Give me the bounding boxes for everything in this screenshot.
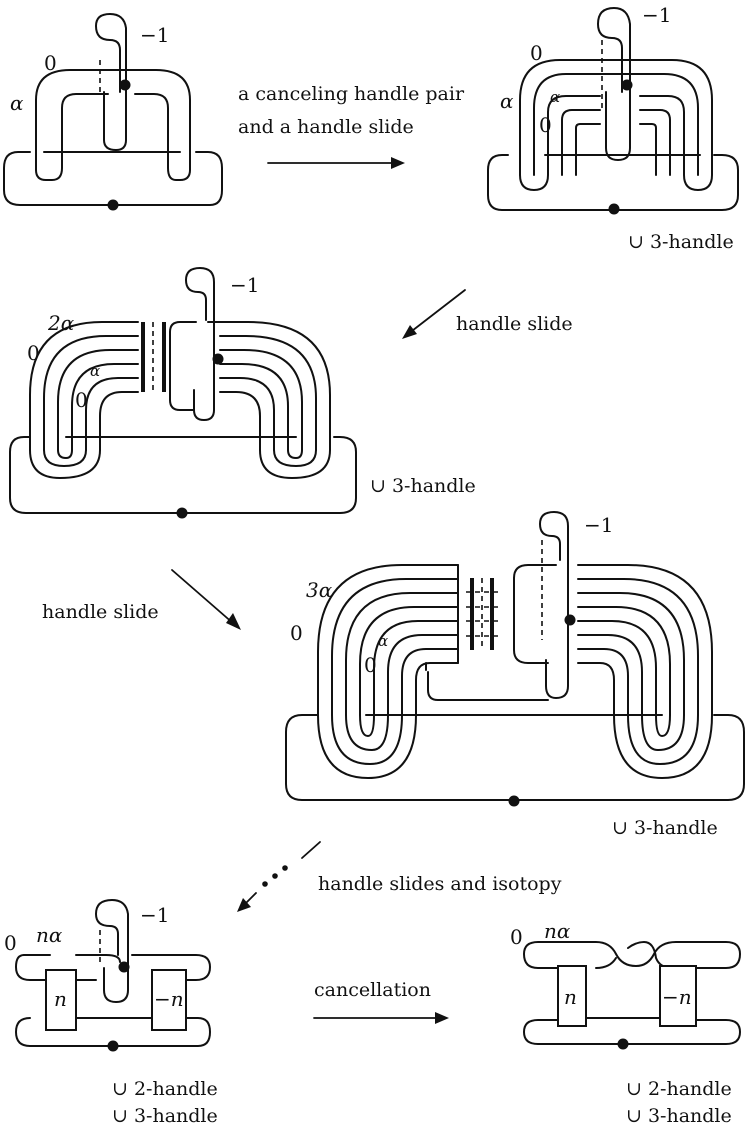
framing-zero-4b: 0 bbox=[364, 653, 377, 677]
step-arrow-2: handle slide bbox=[402, 289, 573, 339]
framing-zero-4: 0 bbox=[290, 621, 303, 645]
step-label-5: cancellation bbox=[314, 979, 431, 1001]
twist-box-minus-n-2 bbox=[659, 965, 697, 1027]
diagram-cancelled: n −n 0 nα ∪ 2-handle ∪ 3-handle bbox=[510, 919, 741, 1127]
two-handle-note-1: ∪ 2-handle bbox=[112, 1078, 218, 1100]
twist-box-n bbox=[45, 969, 77, 1031]
framing-minus-one-5: −1 bbox=[140, 903, 169, 927]
framing-zero-5: 0 bbox=[4, 931, 17, 955]
two-handle-note-2: ∪ 2-handle bbox=[626, 1078, 732, 1100]
twist-label-n-2: n bbox=[564, 985, 577, 1009]
step-arrow-5: cancellation bbox=[313, 979, 449, 1024]
twist-box-n-2 bbox=[557, 965, 587, 1027]
framing-alpha-3: α bbox=[90, 362, 100, 380]
twist-label-n: n bbox=[54, 987, 67, 1011]
step-label-1b: and a handle slide bbox=[238, 116, 414, 138]
three-handle-note-2: ∪ 3-handle bbox=[370, 475, 476, 497]
framing-zero-2: 0 bbox=[530, 41, 543, 65]
framing-zero: 0 bbox=[44, 51, 57, 75]
framing-zero-3b: 0 bbox=[75, 388, 88, 412]
framing-minus-one-4: −1 bbox=[584, 513, 613, 537]
three-handle-note-3: ∪ 3-handle bbox=[612, 817, 718, 839]
framing-minus-one-3: −1 bbox=[230, 273, 259, 297]
step-arrow-1: a canceling handle pair and a handle sli… bbox=[238, 83, 465, 169]
twist-label-minus-n-2: −n bbox=[662, 985, 692, 1009]
framing-3alpha: 3α bbox=[306, 578, 333, 602]
twist-label-minus-n: −n bbox=[154, 987, 184, 1011]
step-arrow-4: handle slides and isotopy bbox=[237, 841, 562, 912]
three-handle-note-1: ∪ 3-handle bbox=[628, 231, 734, 253]
framing-n-alpha: nα bbox=[36, 923, 63, 947]
framing-n-alpha-2: nα bbox=[544, 919, 571, 943]
twist-box-minus-n bbox=[151, 969, 187, 1031]
step-label-2: handle slide bbox=[456, 313, 573, 335]
framing-zero-3: 0 bbox=[27, 341, 40, 365]
diagram-after-slide: −1 0 α α 0 ∪ 3-handle bbox=[487, 3, 739, 253]
diagram-2alpha: −1 2α 0 α 0 ∪ 3-handle bbox=[9, 267, 476, 519]
dotted-circle-dot bbox=[107, 199, 119, 211]
step-label-1a: a canceling handle pair bbox=[238, 83, 465, 105]
step-label-4: handle slides and isotopy bbox=[318, 873, 562, 895]
diagram-n-twist: n −n −1 0 nα ∪ 2-handle ∪ 3-handle bbox=[4, 899, 218, 1127]
framing-zero-6: 0 bbox=[510, 925, 523, 949]
framing-alpha: α bbox=[10, 91, 24, 115]
three-handle-note-4: ∪ 3-handle bbox=[112, 1105, 218, 1127]
framing-zero-2b: 0 bbox=[539, 113, 552, 137]
framing-2alpha: 2α bbox=[47, 311, 75, 335]
framing-alpha-2: α bbox=[500, 89, 514, 113]
three-handle-note-5: ∪ 3-handle bbox=[626, 1105, 732, 1127]
diagram-initial: −1 0 α bbox=[3, 13, 223, 211]
framing-minus-one: −1 bbox=[140, 23, 169, 47]
diagram-3alpha: −1 3α 0 α 0 ∪ 3-handle bbox=[285, 511, 745, 839]
framing-alpha-2b: α bbox=[550, 88, 560, 106]
step-arrow-3: handle slide bbox=[42, 569, 241, 630]
framing-minus-one-2: −1 bbox=[642, 3, 671, 27]
framing-alpha-4: α bbox=[378, 632, 388, 650]
step-label-3: handle slide bbox=[42, 601, 159, 623]
